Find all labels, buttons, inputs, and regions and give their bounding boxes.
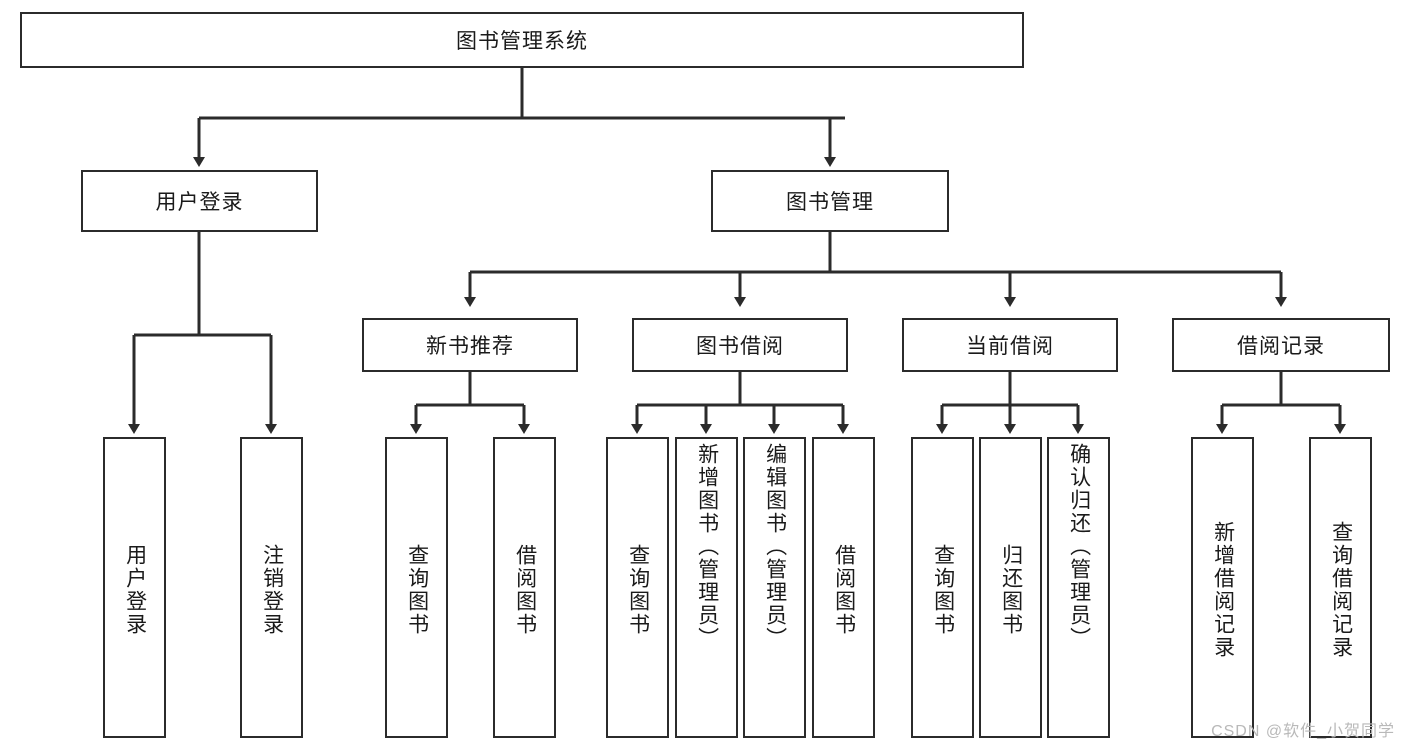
- leaf-label: 新增借阅记录: [1211, 520, 1235, 659]
- leaf-label: 新增图书（管理员）: [695, 443, 719, 650]
- leaf-label: 编辑图书（管理员）: [763, 443, 787, 650]
- leaf-records-add-record[interactable]: 新增借阅记录: [1191, 437, 1254, 738]
- leaf-borrow-query-book[interactable]: 查询图书: [606, 437, 669, 738]
- node-root-system[interactable]: 图书管理系统: [20, 12, 1024, 68]
- leaf-label: 借阅图书: [832, 543, 856, 636]
- leaf-label: 确认归还（管理员）: [1067, 443, 1091, 650]
- leaf-user-login-logout[interactable]: 注销登录: [240, 437, 303, 738]
- leaf-borrow-edit-book-admin[interactable]: 编辑图书（管理员）: [743, 437, 806, 738]
- node-current-borrow[interactable]: 当前借阅: [902, 318, 1118, 372]
- leaf-label: 借阅图书: [513, 543, 537, 636]
- csdn-watermark: CSDN @软件_小贺同学: [1211, 723, 1395, 740]
- leaf-label: 查询图书: [405, 543, 429, 636]
- node-borrow-records[interactable]: 借阅记录: [1172, 318, 1390, 372]
- leaf-label: 归还图书: [999, 543, 1023, 636]
- leaf-label: 用户登录: [123, 543, 147, 636]
- node-user-login[interactable]: 用户登录: [81, 170, 318, 232]
- node-book-management[interactable]: 图书管理: [711, 170, 949, 232]
- leaf-current-query-book[interactable]: 查询图书: [911, 437, 974, 738]
- node-book-borrow[interactable]: 图书借阅: [632, 318, 848, 372]
- leaf-borrow-add-book-admin[interactable]: 新增图书（管理员）: [675, 437, 738, 738]
- leaf-records-query-record[interactable]: 查询借阅记录: [1309, 437, 1372, 738]
- leaf-label: 注销登录: [260, 543, 284, 636]
- leaf-label: 查询图书: [931, 543, 955, 636]
- leaf-borrow-borrow-book[interactable]: 借阅图书: [812, 437, 875, 738]
- node-new-book-recommend[interactable]: 新书推荐: [362, 318, 578, 372]
- leaf-user-login-login[interactable]: 用户登录: [103, 437, 166, 738]
- leaf-label: 查询图书: [626, 543, 650, 636]
- leaf-new-book-query-book[interactable]: 查询图书: [385, 437, 448, 738]
- leaf-current-return-book[interactable]: 归还图书: [979, 437, 1042, 738]
- leaf-new-book-borrow-book[interactable]: 借阅图书: [493, 437, 556, 738]
- leaf-current-confirm-return-admin[interactable]: 确认归还（管理员）: [1047, 437, 1110, 738]
- leaf-label: 查询借阅记录: [1329, 520, 1353, 659]
